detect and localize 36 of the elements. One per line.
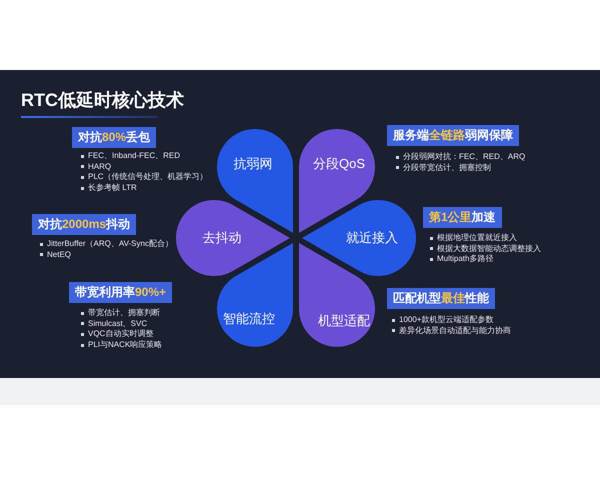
bullet-text: 分段弱网对抗：FEC、RED、ARQ <box>403 152 526 162</box>
bullet-text: 长参考帧 LTR <box>88 183 137 194</box>
slide-title: RTC低延时核心技术 <box>21 89 184 111</box>
petal-shape <box>176 200 290 276</box>
bullet-text: 根据地理位置就近接入 <box>437 233 517 243</box>
bullet-text: FEC、Inband-FEC、RED <box>88 151 180 161</box>
bullet-text: Simulcast、SVC <box>88 318 148 329</box>
bullet-text: NetEQ <box>47 250 72 260</box>
bullet-text: PLI与NACK响应策略 <box>88 340 162 350</box>
bullet-text: JitterBuffer（ARQ、AV-Sync配合） <box>47 239 173 249</box>
petal-shape <box>217 128 293 233</box>
heading-banner: 第1公里加速 <box>423 207 502 228</box>
petal-shape <box>299 128 375 233</box>
bullet-text: VQC自动实时调整 <box>88 329 154 340</box>
petal-label: 机型适配 <box>318 313 370 330</box>
bullet-text: HARQ <box>88 162 112 172</box>
heading-banner: 对抗2000ms抖动 <box>32 214 136 235</box>
bullet-text: 差异化场景自动适配与能力协商 <box>399 326 511 336</box>
petal-shape <box>302 200 416 276</box>
petal-label: 去抖动 <box>202 230 242 246</box>
petal-label: 就近接入 <box>346 230 398 246</box>
petal-label: 智能流控 <box>223 311 275 328</box>
bullet-text: PLC（传统信号处理、机器学习） <box>88 172 208 182</box>
bullet-text: Multipath多路径 <box>437 254 494 264</box>
bullet-text: 带宽估计、拥塞判断 <box>88 308 160 318</box>
petal-label: 分段QoS <box>313 156 365 172</box>
bullet-text: 分段带宽估计、拥塞控制 <box>403 162 491 173</box>
heading-banner: 带宽利用率90%+ <box>69 282 172 303</box>
heading-banner: 匹配机型最佳性能 <box>387 288 495 309</box>
heading-banner: 对抗80%丢包 <box>72 127 156 148</box>
petal-shape <box>299 243 375 347</box>
bullet-text: 根据大数据智能动态调整接入 <box>437 244 541 254</box>
petal-label: 抗弱网 <box>234 156 272 172</box>
heading-banner: 服务端全链路弱网保障 <box>387 125 519 146</box>
petal-shape <box>217 243 293 347</box>
bullet-text: 1000+款机型云端适配参数 <box>399 315 494 325</box>
